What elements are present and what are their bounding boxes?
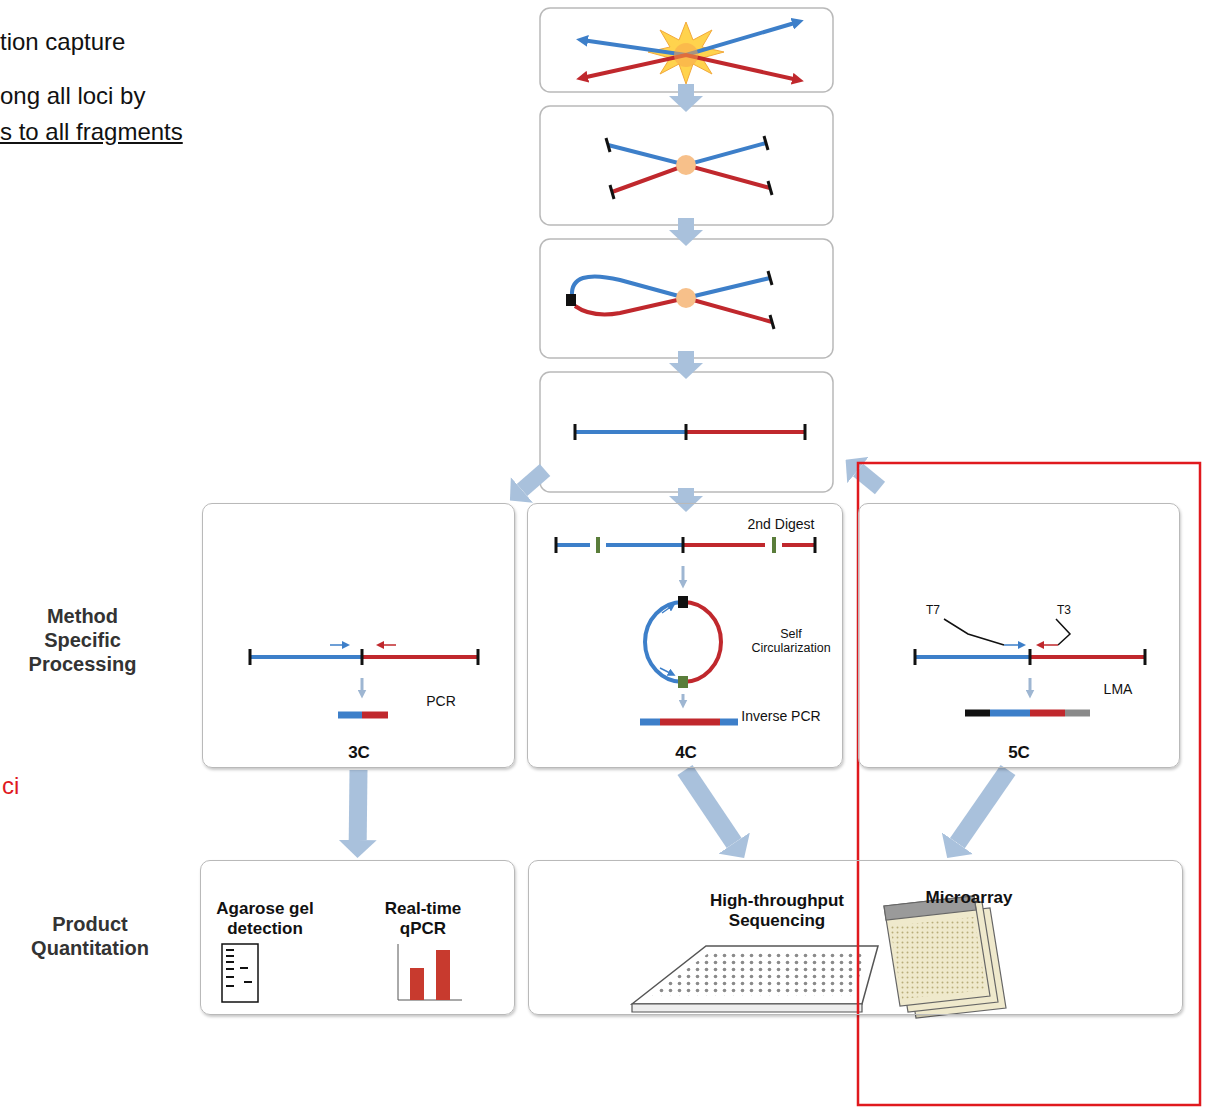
digest-illustration xyxy=(606,136,772,199)
step-label: LMA xyxy=(1104,681,1133,697)
row-label: Product Quantitation xyxy=(20,912,160,960)
slide-text: s to all fragments xyxy=(0,118,183,147)
row-label: Method Specific Processing xyxy=(20,604,145,676)
flow-arrow xyxy=(522,84,880,496)
flow-arrow xyxy=(957,770,1008,843)
hybrid-molecule xyxy=(575,424,805,440)
step-label: T7 xyxy=(926,604,940,618)
slide-text: tion capture xyxy=(0,28,125,57)
highlight-frame xyxy=(858,463,1200,1105)
step-label: Inverse PCR xyxy=(741,708,820,724)
method-box: Agarose gel detection Real-time qPCR xyxy=(200,860,515,1015)
method-box: PCR 3C xyxy=(202,503,515,768)
step-label: 3C xyxy=(348,743,370,763)
flow-arrow xyxy=(685,770,734,843)
step-label: 5C xyxy=(1008,743,1030,763)
gel-icon xyxy=(222,944,258,1002)
step-label: 4C xyxy=(675,743,697,763)
well-plate-icon xyxy=(632,946,878,1012)
method-box: High-throughput Sequencing Microarray xyxy=(528,860,1183,1015)
crosslink-illustration xyxy=(582,22,798,84)
step-label: High-throughput Sequencing xyxy=(702,891,852,930)
flow-arrow xyxy=(349,770,368,840)
step-label: Self Circularization xyxy=(741,627,841,656)
microarray-slides xyxy=(884,896,1006,1018)
step-label: Real-time qPCR xyxy=(368,899,478,938)
5c-illustration xyxy=(915,619,1145,713)
method-box: T7 T3LMA 5C xyxy=(858,503,1180,768)
step-label: Microarray xyxy=(926,888,1013,908)
step-label: PCR xyxy=(426,693,456,709)
3c-illustration xyxy=(250,645,478,715)
step-label: Agarose gel detection xyxy=(209,899,321,938)
ligation-illustration xyxy=(566,271,774,329)
step-box xyxy=(540,8,833,492)
4c-illustration xyxy=(556,537,815,722)
step-label: T3 xyxy=(1057,604,1071,618)
step-label: 2nd Digest xyxy=(748,516,815,532)
slide-text: ong all loci by xyxy=(0,82,145,111)
slide-text: ci xyxy=(2,772,19,801)
qpcr-chart-icon xyxy=(398,944,462,1000)
method-box: 2nd DigestSelf CircularizationInverse PC… xyxy=(527,503,843,768)
